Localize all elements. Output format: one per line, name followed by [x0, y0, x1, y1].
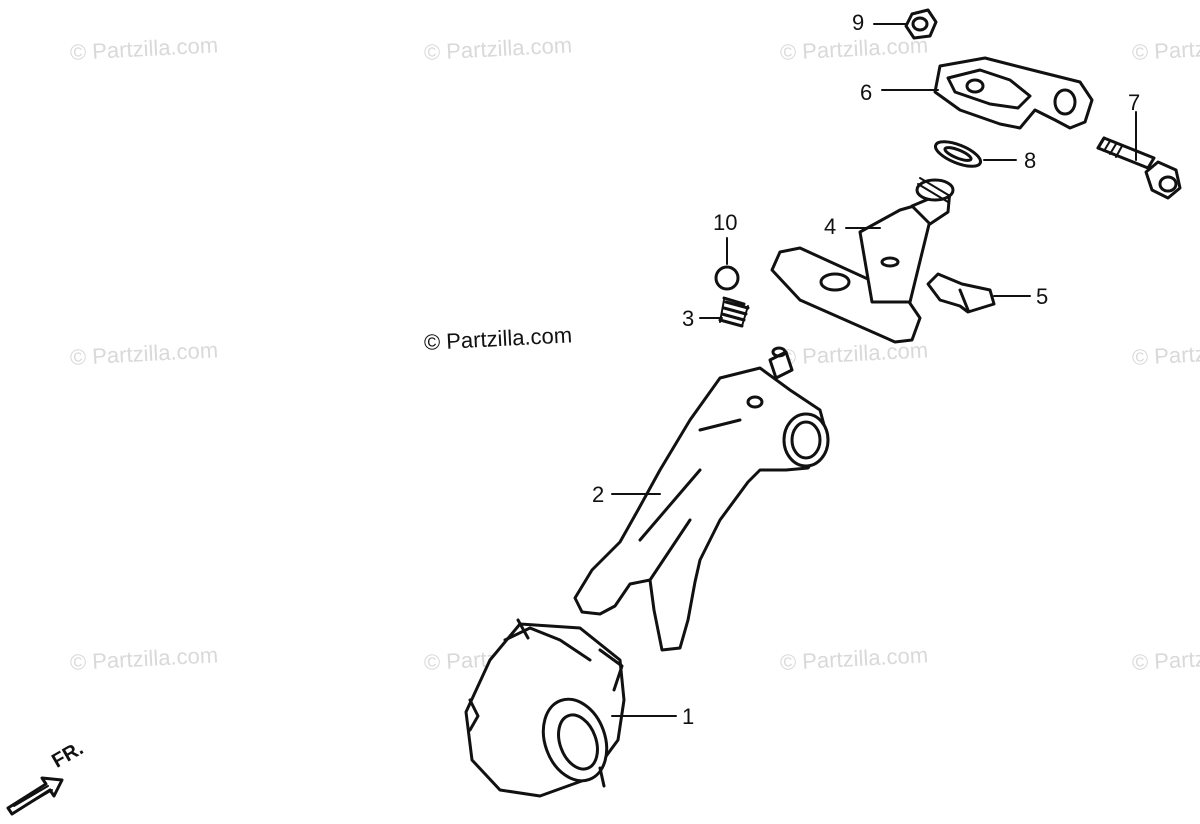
- part-7-bolt: [1096, 111, 1182, 200]
- part-10-ball: [714, 237, 740, 291]
- callout-8: 8: [1024, 148, 1037, 173]
- callout-5: 5: [1036, 284, 1049, 309]
- part-1-drum: [464, 618, 677, 798]
- callout-7: 7: [1128, 90, 1141, 115]
- callout-1: 1: [682, 704, 695, 729]
- callout-9: 9: [852, 10, 865, 35]
- part-6-plate: [881, 56, 1094, 130]
- fr-arrow-icon: [6, 776, 64, 816]
- part-4-shaft: [770, 177, 955, 344]
- callout-10: 10: [713, 210, 738, 235]
- callout-3: 3: [682, 306, 695, 331]
- part-3-spring: [699, 296, 750, 328]
- callout-4: 4: [824, 214, 837, 239]
- part-5-stopper: [926, 272, 1031, 314]
- callout-2: 2: [592, 482, 605, 507]
- part-8-washer: [933, 140, 1017, 168]
- part-9-nut: [873, 8, 938, 40]
- callout-6: 6: [860, 80, 873, 105]
- part-2-shift-fork: [573, 346, 830, 652]
